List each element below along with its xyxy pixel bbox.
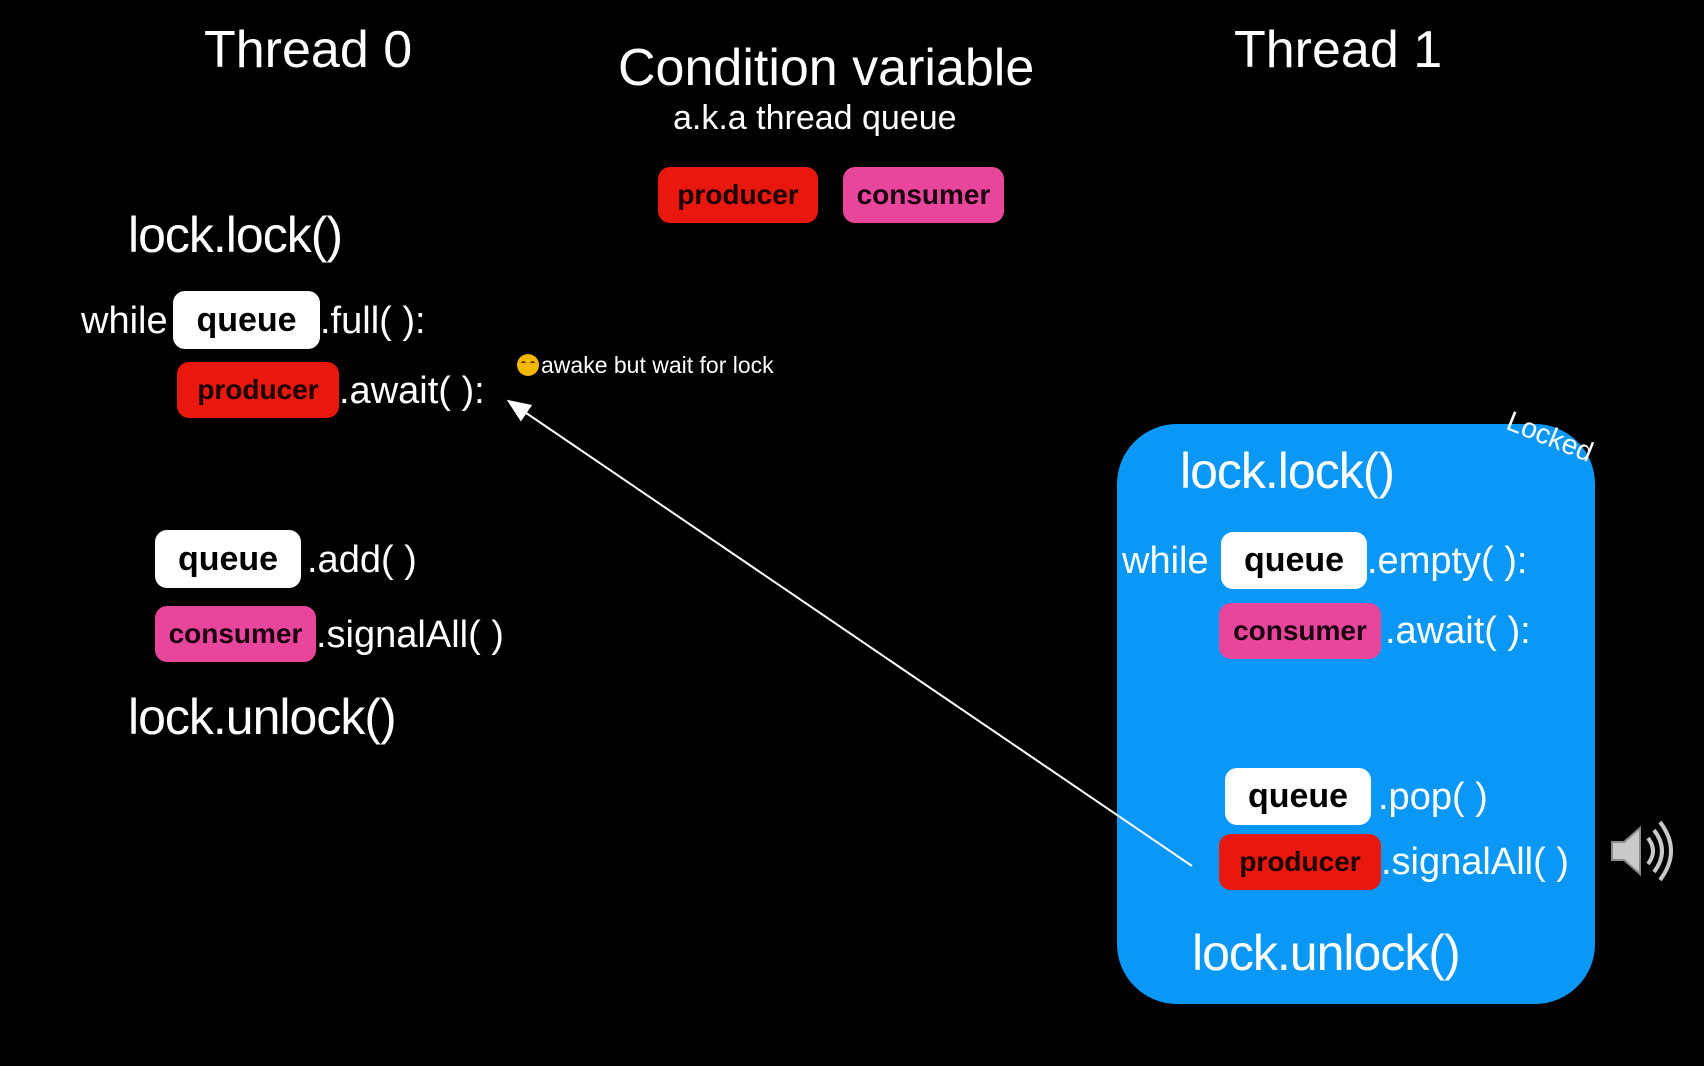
thread0-signal-call: .signalAll( ) [316,614,504,656]
thread0-unlock-call: lock.unlock() [128,689,397,745]
speaker-icon [1611,820,1673,882]
condition-producer-tag: producer [658,167,818,223]
thread0-queue-tag-add: queue [155,530,301,588]
thread1-await-call: .await( ): [1385,610,1531,652]
thread0-await-call: .await( ): [339,370,485,412]
thread1-consumer-tag: consumer [1219,603,1381,659]
thread1-queue-tag: queue [1221,532,1367,589]
thread0-while-keyword: while [81,300,168,342]
thread1-pop-call: .pop( ) [1378,776,1488,818]
thread0-queue-tag: queue [173,291,320,349]
thread1-unlock-call: lock.unlock() [1192,925,1461,981]
condition-consumer-tag: consumer [843,167,1004,223]
thread1-title: Thread 1 [1234,21,1443,79]
thread1-while-keyword: while [1122,540,1209,582]
thread1-producer-tag: producer [1219,834,1381,890]
thread1-queue-tag-pop: queue [1225,768,1371,825]
thread0-lock-call: lock.lock() [128,207,343,263]
signal-arrow [506,399,1193,867]
thread0-title: Thread 0 [204,21,413,79]
thread0-consumer-tag: consumer [155,606,316,662]
condition-variable-title: Condition variable [618,39,1035,97]
thread1-lock-call: lock.lock() [1180,443,1395,499]
thread1-empty-call: .empty( ): [1367,540,1528,582]
thread0-producer-tag: producer [177,362,339,418]
thread0-add-call: .add( ) [307,539,417,581]
locked-region [1117,424,1595,1004]
awake-annotation: awake but wait for lock [517,352,774,379]
awake-annotation-text: awake but wait for lock [541,352,774,378]
condition-variable-subtitle: a.k.a thread queue [673,99,957,137]
thread0-full-call: .full( ): [320,300,426,342]
face-icon [517,354,539,376]
thread1-signal-call: .signalAll( ) [1381,841,1569,883]
